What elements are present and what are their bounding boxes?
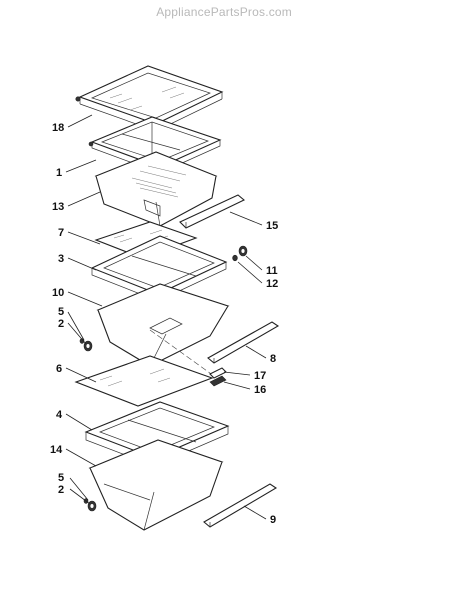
part-13-drawer	[94, 151, 218, 227]
part-15-rail	[179, 194, 246, 229]
callout-2-upper: 2	[58, 318, 64, 330]
part-5-2-upper-roller	[79, 338, 93, 352]
callout-14: 14	[50, 444, 63, 456]
part-16-clip	[209, 375, 227, 387]
callout-16: 16	[254, 384, 266, 396]
part-14-bottom-drawer	[88, 439, 224, 531]
callout-4: 4	[56, 409, 63, 421]
callout-5-lower: 5	[58, 472, 64, 484]
callout-6: 6	[56, 363, 62, 375]
callout-1: 1	[56, 167, 62, 179]
callout-labels: 18 1 13 15 7 3 11 12 10 5 2 8 6 17 16 4 …	[50, 122, 278, 526]
part-10-crisper-drawer	[96, 283, 230, 377]
callout-13: 13	[52, 201, 64, 213]
part-1-frame	[88, 116, 222, 174]
callout-11: 11	[266, 265, 278, 277]
part-18-shelf-frame	[75, 65, 224, 132]
part-11-bearing	[238, 245, 248, 257]
part-4-frame	[84, 401, 230, 467]
callout-8: 8	[270, 353, 276, 365]
callout-5-upper: 5	[58, 306, 64, 318]
callout-18: 18	[52, 122, 64, 134]
part-9-rail	[203, 483, 278, 528]
callout-2-lower: 2	[58, 484, 64, 496]
part-12-screw	[232, 254, 238, 262]
callout-9: 9	[270, 514, 276, 526]
callout-17: 17	[254, 370, 266, 382]
watermark: AppliancePartsPros.com	[156, 5, 292, 19]
callout-12: 12	[266, 278, 278, 290]
callout-7: 7	[58, 227, 64, 239]
part-8-rail	[207, 321, 280, 364]
callout-10: 10	[52, 287, 64, 299]
callout-3: 3	[58, 253, 64, 265]
callout-15: 15	[266, 220, 278, 232]
leader-lines	[65, 114, 267, 520]
part-6-glass-panel	[74, 355, 214, 407]
part-17-clip	[209, 367, 227, 379]
part-3-frame	[90, 235, 228, 302]
